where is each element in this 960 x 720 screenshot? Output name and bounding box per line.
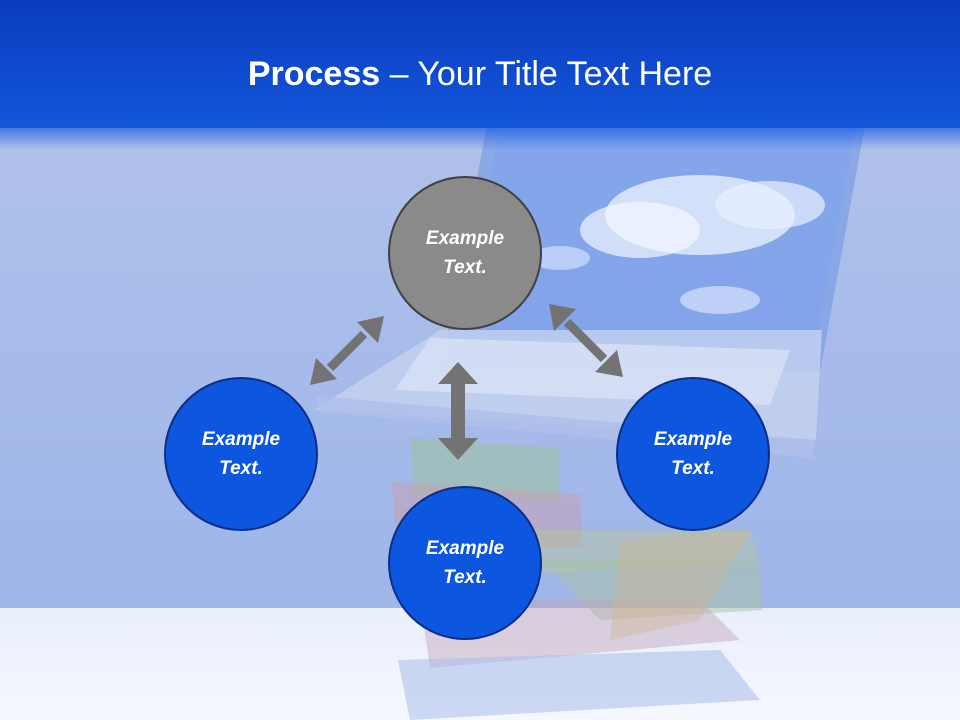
node-right-line2: Text. xyxy=(671,458,715,479)
arrow-top-left xyxy=(310,316,384,385)
process-node-bottom[interactable]: Example Text. xyxy=(388,486,542,640)
node-bottom-line1: Example xyxy=(425,538,505,559)
title-rest: – Your Title Text Here xyxy=(380,55,713,93)
slide-title: Process – Your Title Text Here xyxy=(0,52,960,96)
title-bold: Process xyxy=(247,55,381,93)
node-bottom-line2: Text. xyxy=(443,567,487,588)
process-node-right[interactable]: Example Text. xyxy=(616,377,770,531)
node-top-line2: Text. xyxy=(443,257,487,278)
node-left-line2: Text. xyxy=(219,458,263,479)
node-top-line1: Example xyxy=(425,228,505,249)
arrow-top-right xyxy=(549,304,623,377)
process-node-left[interactable]: Example Text. xyxy=(164,377,318,531)
node-left-line1: Example xyxy=(201,429,281,450)
node-right-line1: Example xyxy=(653,429,733,450)
title-bar-solid xyxy=(0,0,960,128)
arrow-top-bottom xyxy=(438,362,478,460)
process-node-top[interactable]: Example Text. xyxy=(388,176,542,330)
